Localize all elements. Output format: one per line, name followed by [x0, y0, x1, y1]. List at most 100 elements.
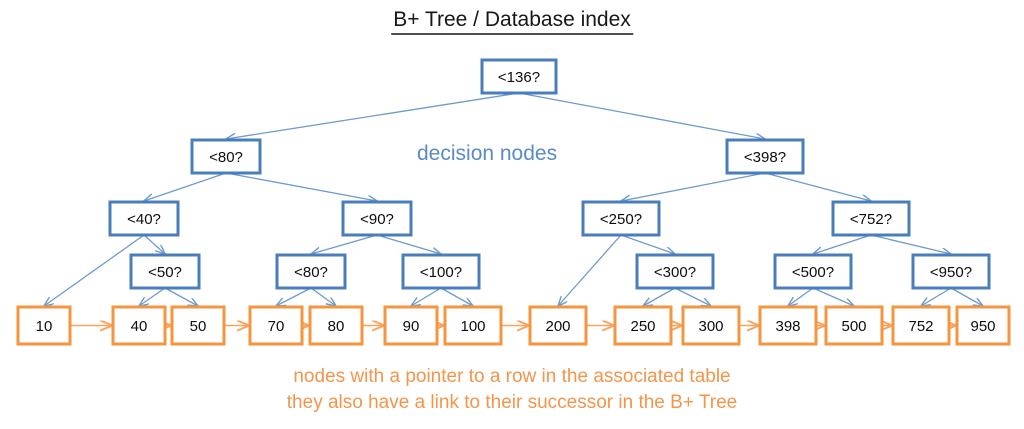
decision-node-label: <40? — [127, 211, 161, 228]
decision-node[interactable]: <300? — [635, 253, 715, 290]
decision-node[interactable]: <136? — [480, 58, 558, 95]
leaf-node-label: 80 — [328, 318, 345, 335]
tree-edge — [813, 234, 872, 254]
leaf-node[interactable]: 100 — [443, 305, 503, 346]
leaf-node-box[interactable] — [383, 305, 439, 346]
leaf-node-label: 500 — [841, 318, 866, 335]
tree-edge — [812, 287, 854, 306]
tree-edge — [44, 234, 145, 306]
decision-node-box[interactable] — [480, 58, 558, 95]
tree-edge — [764, 172, 871, 201]
leaf-node-box[interactable] — [170, 305, 226, 346]
leaf-node-label: 100 — [460, 318, 485, 335]
decision-node-label: <50? — [148, 264, 182, 281]
decision-node-box[interactable] — [725, 138, 805, 175]
leaf-node-label: 50 — [190, 318, 207, 335]
decision-node-box[interactable] — [831, 200, 911, 237]
leaf-node-label: 752 — [908, 318, 933, 335]
decision-node[interactable]: <250? — [581, 200, 661, 237]
leaf-node-box[interactable] — [111, 305, 167, 346]
decision-node-label: <300? — [654, 264, 696, 281]
leaf-node[interactable]: 80 — [308, 305, 364, 346]
tree-edge — [921, 287, 952, 306]
decision-node-label: <136? — [498, 69, 540, 86]
decision-node-box[interactable] — [401, 253, 481, 290]
decision-node[interactable]: <398? — [725, 138, 805, 175]
leaf-node-label: 200 — [545, 318, 570, 335]
decision-node-box[interactable] — [581, 200, 661, 237]
leaf-node[interactable]: 40 — [111, 305, 167, 346]
decision-node-label: <398? — [744, 149, 786, 166]
decision-node[interactable]: <752? — [831, 200, 911, 237]
leaf-node[interactable]: 300 — [681, 305, 741, 346]
leaf-node-box[interactable] — [613, 305, 673, 346]
leaf-node[interactable]: 500 — [824, 305, 884, 346]
leaf-node-label: 950 — [970, 318, 995, 335]
tree-edge — [411, 287, 442, 306]
decision-node-box[interactable] — [275, 253, 347, 290]
tree-edge — [310, 287, 336, 306]
tree-edge — [143, 234, 165, 254]
decision-node-box[interactable] — [108, 200, 180, 237]
leaf-node[interactable]: 398 — [758, 305, 818, 346]
tree-edge — [643, 287, 676, 306]
page-title: B+ Tree / Database index — [391, 8, 634, 35]
tree-edge — [144, 172, 227, 201]
leaf-node[interactable]: 950 — [955, 305, 1011, 346]
tree-edge — [139, 287, 166, 306]
decision-node[interactable]: <50? — [129, 253, 201, 290]
decision-node[interactable]: <100? — [401, 253, 481, 290]
decision-node[interactable]: <80? — [190, 138, 262, 175]
decision-nodes-layer: <136? <80? <398? <40? <90? <250? <752? <50? <80?… — [108, 58, 991, 290]
leaf-node[interactable]: 752 — [891, 305, 951, 346]
decision-node-box[interactable] — [911, 253, 991, 290]
decision-node-box[interactable] — [635, 253, 715, 290]
decision-node[interactable]: <500? — [773, 253, 853, 290]
decision-node-box[interactable] — [129, 253, 201, 290]
decision-node[interactable]: <950? — [911, 253, 991, 290]
leaf-node[interactable]: 250 — [613, 305, 673, 346]
tree-edge — [870, 234, 951, 254]
tree-edge — [226, 92, 520, 139]
leaf-node-box[interactable] — [681, 305, 741, 346]
leaf-node[interactable]: 50 — [170, 305, 226, 346]
leaf-node-box[interactable] — [955, 305, 1011, 346]
leaf-node-box[interactable] — [16, 305, 72, 346]
tree-edge — [621, 172, 766, 201]
decision-node-label: <80? — [294, 264, 328, 281]
leaf-node[interactable]: 200 — [528, 305, 588, 346]
leaf-node-label: 398 — [775, 318, 800, 335]
decision-node-box[interactable] — [773, 253, 853, 290]
leaf-node-box[interactable] — [528, 305, 588, 346]
decision-node-label: <100? — [420, 264, 462, 281]
leaf-node-box[interactable] — [308, 305, 364, 346]
decision-node-box[interactable] — [341, 200, 413, 237]
leaf-node[interactable]: 70 — [248, 305, 304, 346]
tree-edge — [311, 234, 378, 254]
tree-edge — [376, 234, 441, 254]
leaf-node-label: 10 — [36, 318, 53, 335]
leaf-node[interactable]: 10 — [16, 305, 72, 346]
leaf-node-box[interactable] — [891, 305, 951, 346]
tree-edge — [950, 287, 983, 306]
tree-edges-layer — [44, 92, 983, 306]
leaf-node-box[interactable] — [758, 305, 818, 346]
tree-edge — [440, 287, 473, 306]
leaf-node-label: 70 — [268, 318, 285, 335]
decision-node[interactable]: <90? — [341, 200, 413, 237]
tree-edge — [620, 234, 675, 254]
decision-node[interactable]: <80? — [275, 253, 347, 290]
decision-node-label: <500? — [792, 264, 834, 281]
decision-node-label: <90? — [360, 211, 394, 228]
leaf-node-box[interactable] — [443, 305, 503, 346]
leaf-node-box[interactable] — [248, 305, 304, 346]
leaf-node[interactable]: 90 — [383, 305, 439, 346]
decision-node-box[interactable] — [190, 138, 262, 175]
leaf-node-box[interactable] — [824, 305, 884, 346]
tree-edge — [518, 92, 765, 139]
tree-edge — [674, 287, 711, 306]
decision-node[interactable]: <40? — [108, 200, 180, 237]
